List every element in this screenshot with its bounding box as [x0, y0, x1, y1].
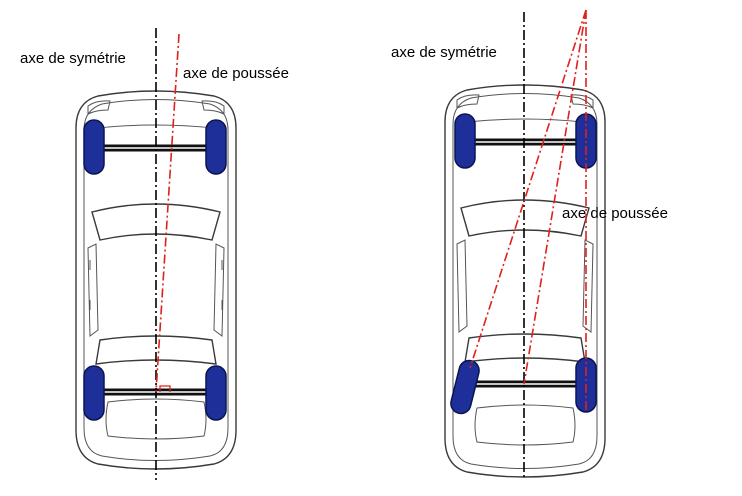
right-car-front-left-wheel [454, 113, 476, 169]
right-car-right-window [582, 239, 594, 333]
left-car [75, 28, 237, 480]
right-rear-left-wheel-line [469, 9, 587, 369]
right-symmetry-axis-label: axe de symétrie [391, 44, 497, 61]
right-car-windshield [460, 199, 590, 237]
right-thrust-axis-label: axe de poussée [562, 205, 668, 222]
left-thrust-axis [155, 33, 180, 393]
left-car-front-left-wheel [83, 119, 105, 175]
left-symmetry-axis-label: axe de symétrie [20, 50, 126, 67]
right-car-trunk [474, 404, 576, 446]
left-car-body-inner-outline [83, 99, 229, 461]
right-car-headlight-right [570, 94, 594, 109]
left-car-headlight-left [87, 100, 111, 115]
left-car-headlight-right [201, 100, 225, 115]
left-car-rear-right-wheel [205, 365, 227, 421]
left-car-body-outline [75, 90, 237, 470]
right-car-body-outline [444, 84, 606, 478]
right-car [444, 9, 606, 480]
left-car-windshield [91, 203, 221, 241]
right-car-headlight-left [456, 94, 480, 109]
left-thrust-axis-label: axe de poussée [183, 65, 289, 82]
left-car-front-right-wheel [205, 119, 227, 175]
left-car-rear-window [95, 335, 217, 365]
right-car-left-window [456, 239, 468, 333]
left-car-left-window [87, 243, 99, 337]
left-right-angle-marker [159, 385, 171, 392]
left-car-rear-left-wheel [83, 365, 105, 421]
right-car-rear-window [464, 333, 586, 363]
left-car-right-window [213, 243, 225, 337]
right-thrust-axis [523, 9, 587, 385]
right-car-bonnet-line [466, 118, 584, 123]
left-car-trunk [105, 398, 207, 440]
